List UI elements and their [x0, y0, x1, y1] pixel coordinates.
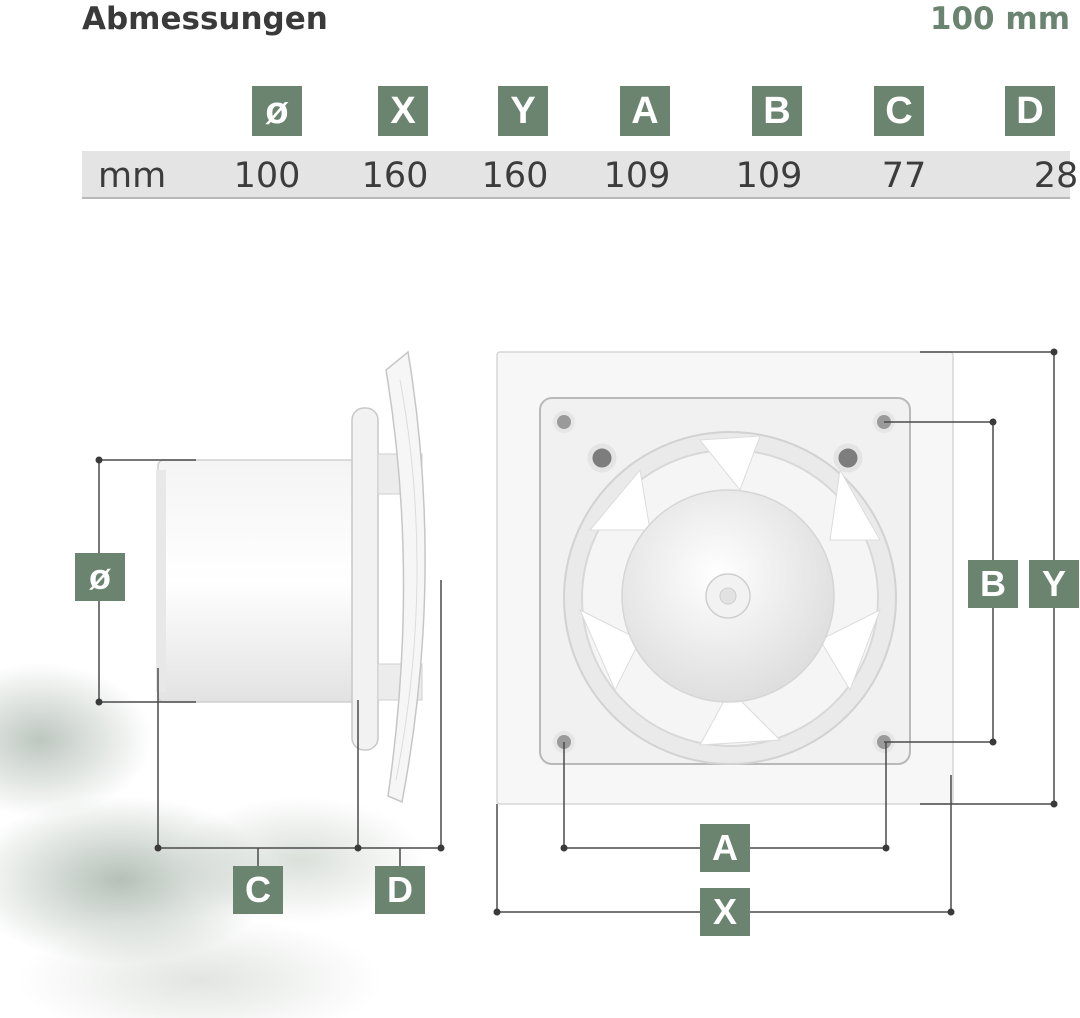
value-diameter: 100	[233, 156, 301, 196]
page-title: Abmessungen	[82, 1, 328, 37]
y-label: Y	[1029, 560, 1079, 608]
column-header-a: A	[620, 86, 670, 136]
x-label: X	[700, 888, 750, 936]
diameter-label: ø	[75, 553, 125, 601]
a-label: A	[700, 824, 750, 872]
dimension-lines	[98, 351, 1055, 913]
size-label: 100 mm	[929, 1, 1070, 37]
column-header-diameter: ø	[252, 86, 302, 136]
c-label: C	[233, 866, 283, 914]
fan-front-view	[496, 351, 954, 805]
column-header-d: D	[1005, 86, 1055, 136]
value-x: 160	[361, 156, 429, 196]
value-d: 28	[1033, 156, 1079, 196]
column-header-b: B	[752, 86, 802, 136]
column-header-x: X	[378, 86, 428, 136]
d-label: D	[375, 866, 425, 914]
dimensions-row: mm 100 160 160 109 109 77 28	[82, 151, 1078, 199]
column-header-y: Y	[498, 86, 548, 136]
column-header-c: C	[874, 86, 924, 136]
fan-side-view	[156, 350, 426, 804]
dimension-endpoints	[95, 348, 1058, 916]
value-b: 109	[735, 156, 803, 196]
value-y: 160	[481, 156, 549, 196]
unit-cell: mm	[98, 156, 167, 196]
b-label: B	[968, 560, 1018, 608]
value-a: 109	[603, 156, 671, 196]
value-c: 77	[881, 156, 927, 196]
